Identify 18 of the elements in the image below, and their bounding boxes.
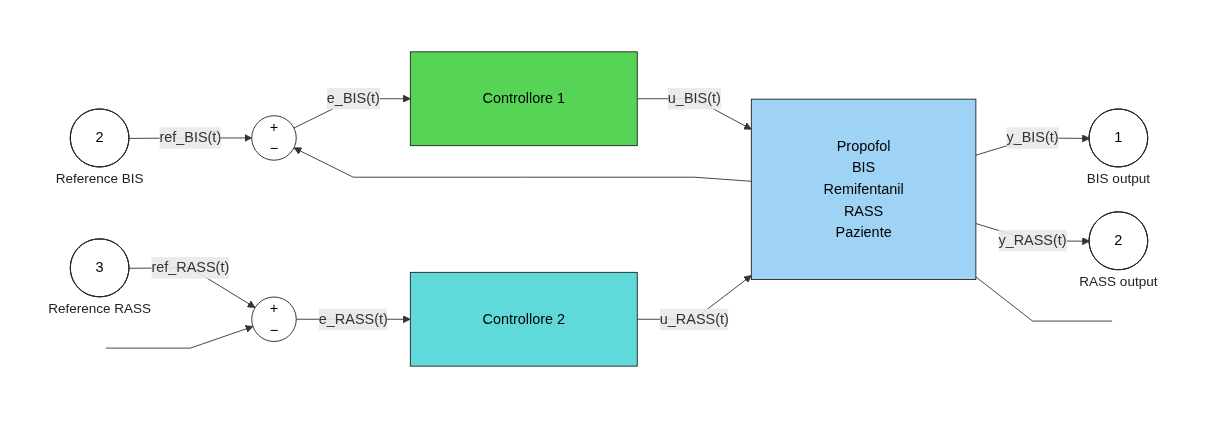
port-caption: RASS output: [1079, 273, 1158, 289]
edge-label: ref_BIS(t): [159, 129, 222, 146]
edge-label: u_RASS(t): [659, 311, 729, 327]
port-caption: Reference RASS: [48, 300, 152, 316]
edge-label: e_RASS(t): [318, 311, 388, 327]
edge-label: e_BIS(t): [326, 90, 380, 106]
node-circle: + −: [251, 296, 297, 342]
node-box: Controllore 2: [409, 271, 638, 367]
node-box: Propofol BIS Remifentanil RASS Paziente: [750, 98, 977, 280]
connector: [975, 276, 1113, 322]
edge-label: y_RASS(t): [998, 232, 1067, 248]
port-caption: Reference BIS: [55, 171, 144, 187]
node-circle: + −: [251, 115, 297, 161]
edge-label: y_BIS(t): [1006, 129, 1059, 146]
port-caption: BIS output: [1086, 171, 1150, 187]
node-box: Controllore 1: [409, 51, 638, 147]
edge-label: ref_RASS(t): [151, 259, 230, 276]
edge-label: u_BIS(t): [667, 90, 721, 106]
